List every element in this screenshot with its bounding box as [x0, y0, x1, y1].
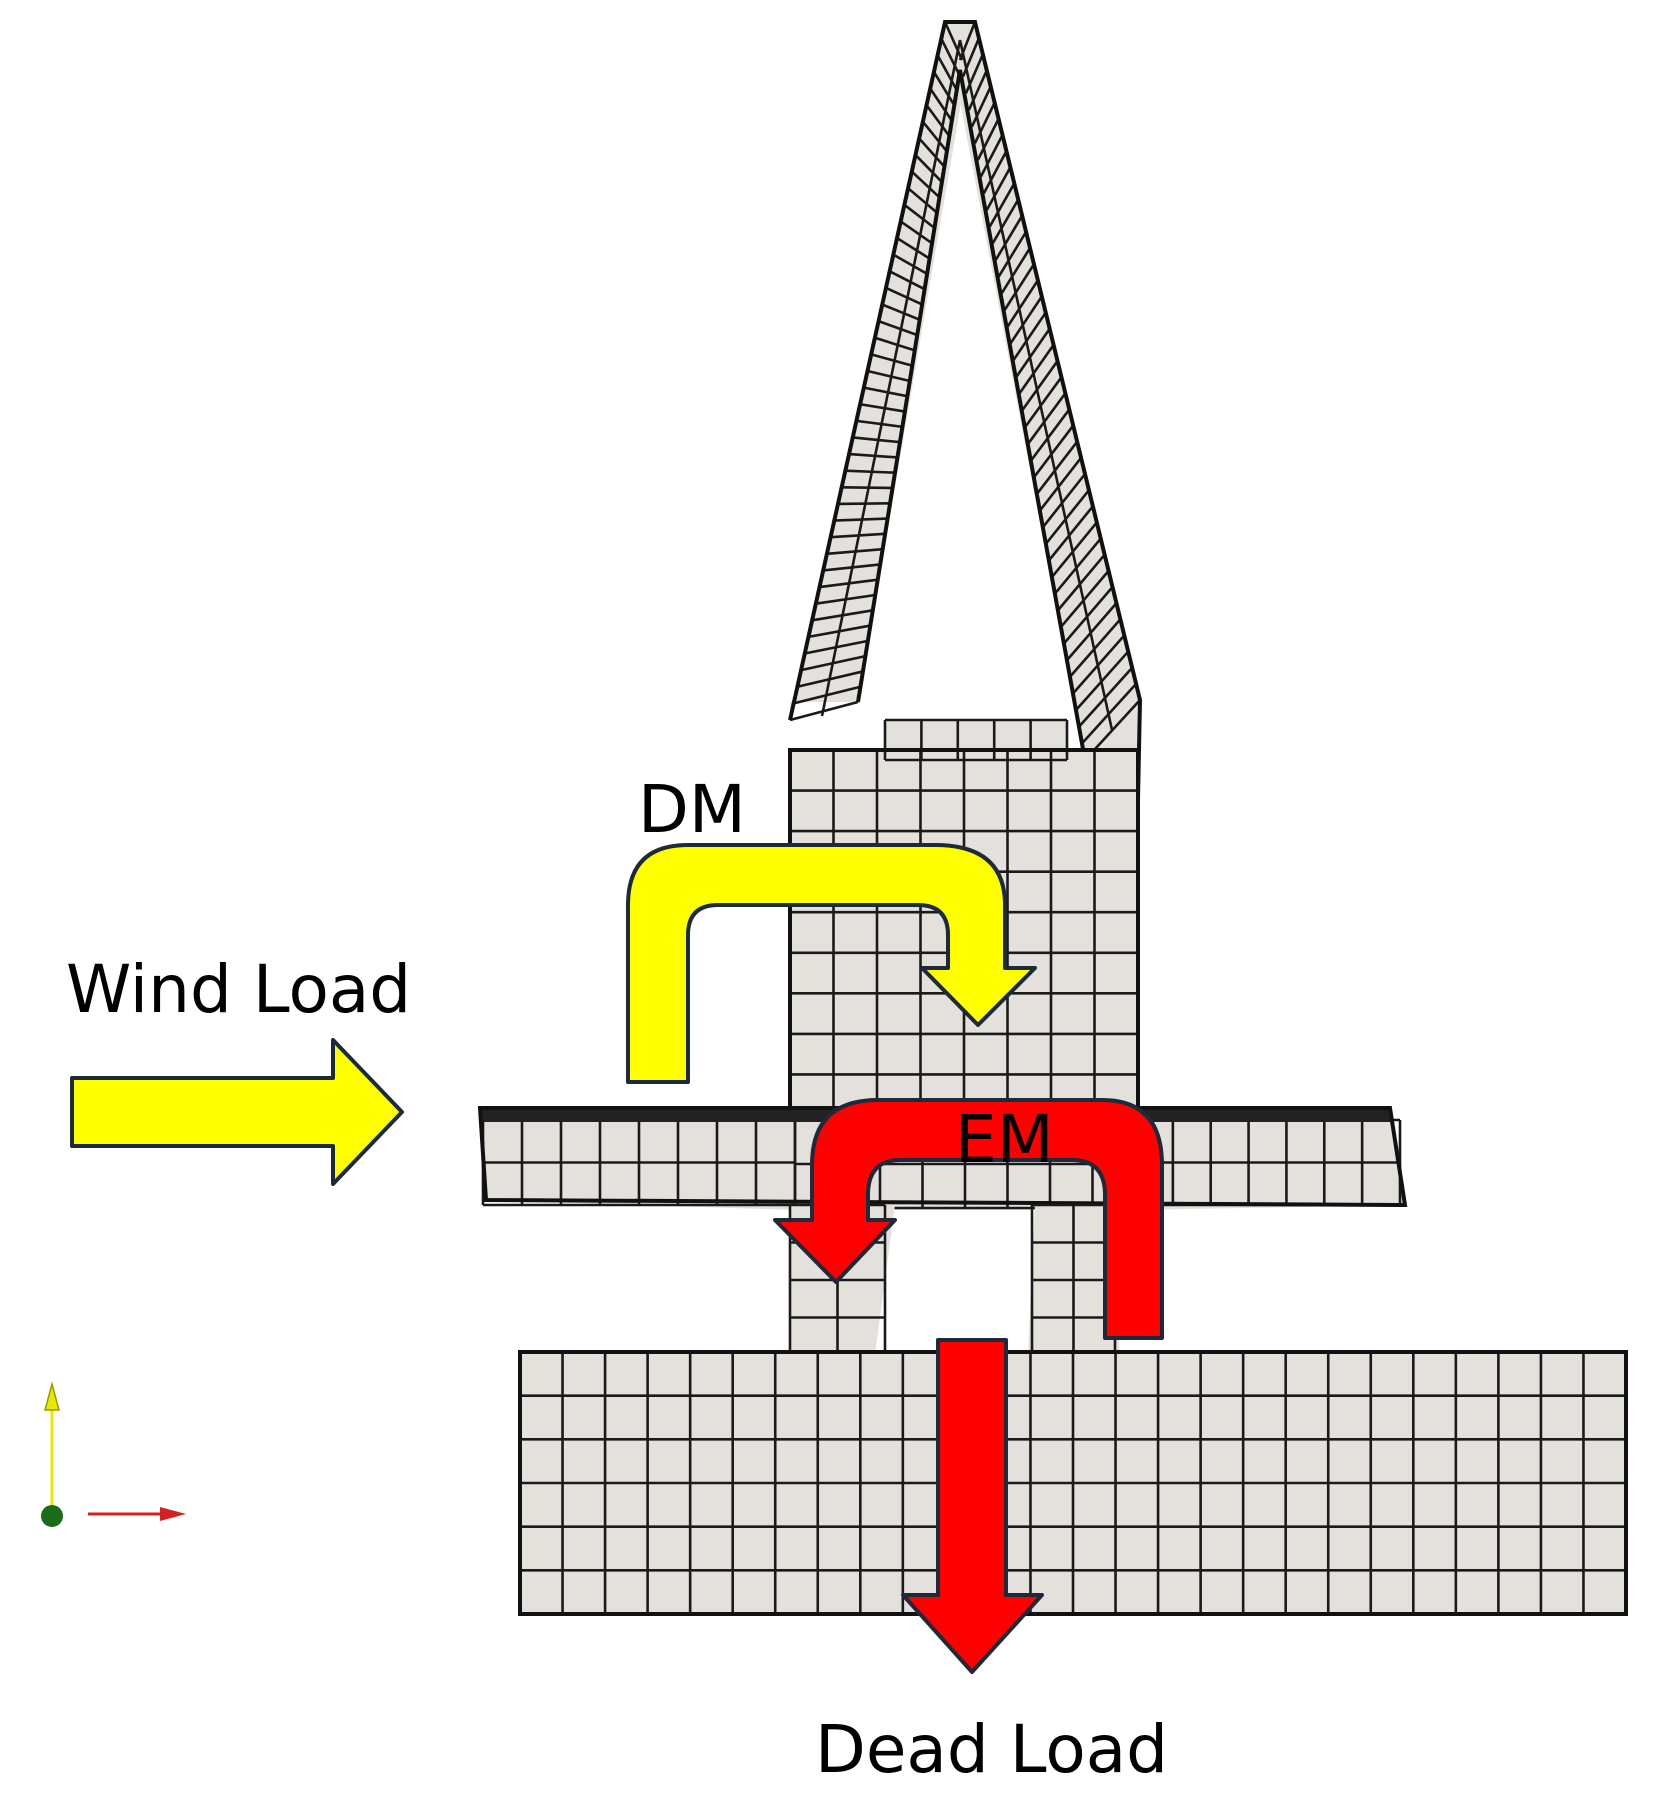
wind-load-label: Wind Load	[66, 951, 411, 1028]
mesh-line	[943, 21, 964, 61]
mesh-line	[929, 87, 954, 122]
mesh-line	[1033, 424, 1075, 478]
mesh-line	[1003, 263, 1036, 311]
mesh-line	[976, 118, 1000, 161]
mesh-line	[1018, 344, 1055, 395]
xy-axis-triad-icon	[41, 1381, 186, 1527]
mesh-line	[936, 54, 959, 92]
mesh-line	[921, 120, 949, 153]
em-moment-arrow	[773, 1098, 1164, 1340]
dead-load-arrow	[901, 1338, 1044, 1674]
mesh-line	[918, 137, 946, 168]
mesh-line	[863, 386, 908, 398]
mesh-line	[982, 150, 1008, 194]
mesh-line	[1015, 327, 1051, 378]
mesh-line	[985, 166, 1012, 211]
mesh-line	[881, 303, 921, 322]
mesh-line	[1000, 247, 1032, 295]
mesh-line	[973, 102, 996, 144]
mesh-line	[899, 220, 934, 245]
mesh-line	[1036, 440, 1079, 495]
mesh-line	[970, 86, 992, 128]
mesh-line	[1045, 489, 1090, 545]
mesh-line	[892, 253, 928, 276]
mesh-line	[1060, 570, 1110, 628]
mesh-line	[925, 104, 951, 138]
mesh-line	[874, 336, 916, 352]
mesh-line	[940, 38, 961, 76]
base-block	[518, 1350, 1628, 1616]
dm-label: DM	[638, 771, 746, 848]
mesh-line	[1054, 537, 1102, 595]
mesh-line	[1042, 473, 1087, 528]
spire-left-leg	[790, 22, 975, 720]
mesh-line	[991, 198, 1020, 244]
mesh-line	[1048, 505, 1094, 561]
mesh-line	[1009, 295, 1043, 345]
mesh-line	[870, 353, 913, 367]
mesh-line	[1030, 408, 1071, 461]
mesh-line	[932, 71, 956, 107]
mesh-line	[1012, 311, 1047, 361]
mesh-line	[841, 486, 893, 490]
upper-block	[788, 718, 1140, 1117]
mesh-line	[896, 236, 931, 260]
mesh-line	[907, 187, 939, 214]
mesh-line	[848, 452, 898, 459]
deck-left-wing	[480, 1112, 795, 1210]
spire-truss	[788, 20, 1143, 801]
mesh-line	[845, 469, 896, 475]
mesh-line	[1039, 457, 1083, 511]
mesh-line	[1021, 360, 1059, 411]
dead-load-label: Dead Load	[815, 1711, 1168, 1788]
mesh-line	[1063, 586, 1114, 645]
mesh-line	[964, 53, 985, 94]
spire-right-leg	[945, 22, 1140, 760]
dm-moment-arrow	[626, 843, 1037, 1084]
mesh-line	[994, 215, 1024, 261]
mesh-line	[997, 231, 1028, 278]
mesh-line	[889, 270, 926, 291]
mesh-line	[1051, 521, 1098, 578]
mesh-line	[1066, 602, 1118, 661]
mesh-line	[1027, 392, 1067, 445]
mesh-line	[979, 134, 1004, 178]
mesh-line	[856, 419, 903, 429]
mesh-line	[988, 182, 1016, 228]
em-label: EM	[955, 1101, 1054, 1178]
mesh-line	[910, 170, 941, 199]
mesh-line	[859, 402, 906, 413]
mesh-line	[852, 436, 901, 444]
mesh-line	[885, 286, 923, 306]
mesh-line	[867, 369, 911, 383]
mesh-line	[1024, 376, 1063, 428]
mesh-line	[1006, 279, 1039, 328]
mesh-line	[914, 154, 944, 184]
mesh-line	[1057, 553, 1106, 611]
mesh-line	[878, 319, 918, 337]
wind-load-arrow	[70, 1038, 404, 1186]
mesh-line	[967, 69, 988, 111]
mesh-line	[903, 203, 936, 230]
deck-right-wing	[1135, 1112, 1405, 1210]
